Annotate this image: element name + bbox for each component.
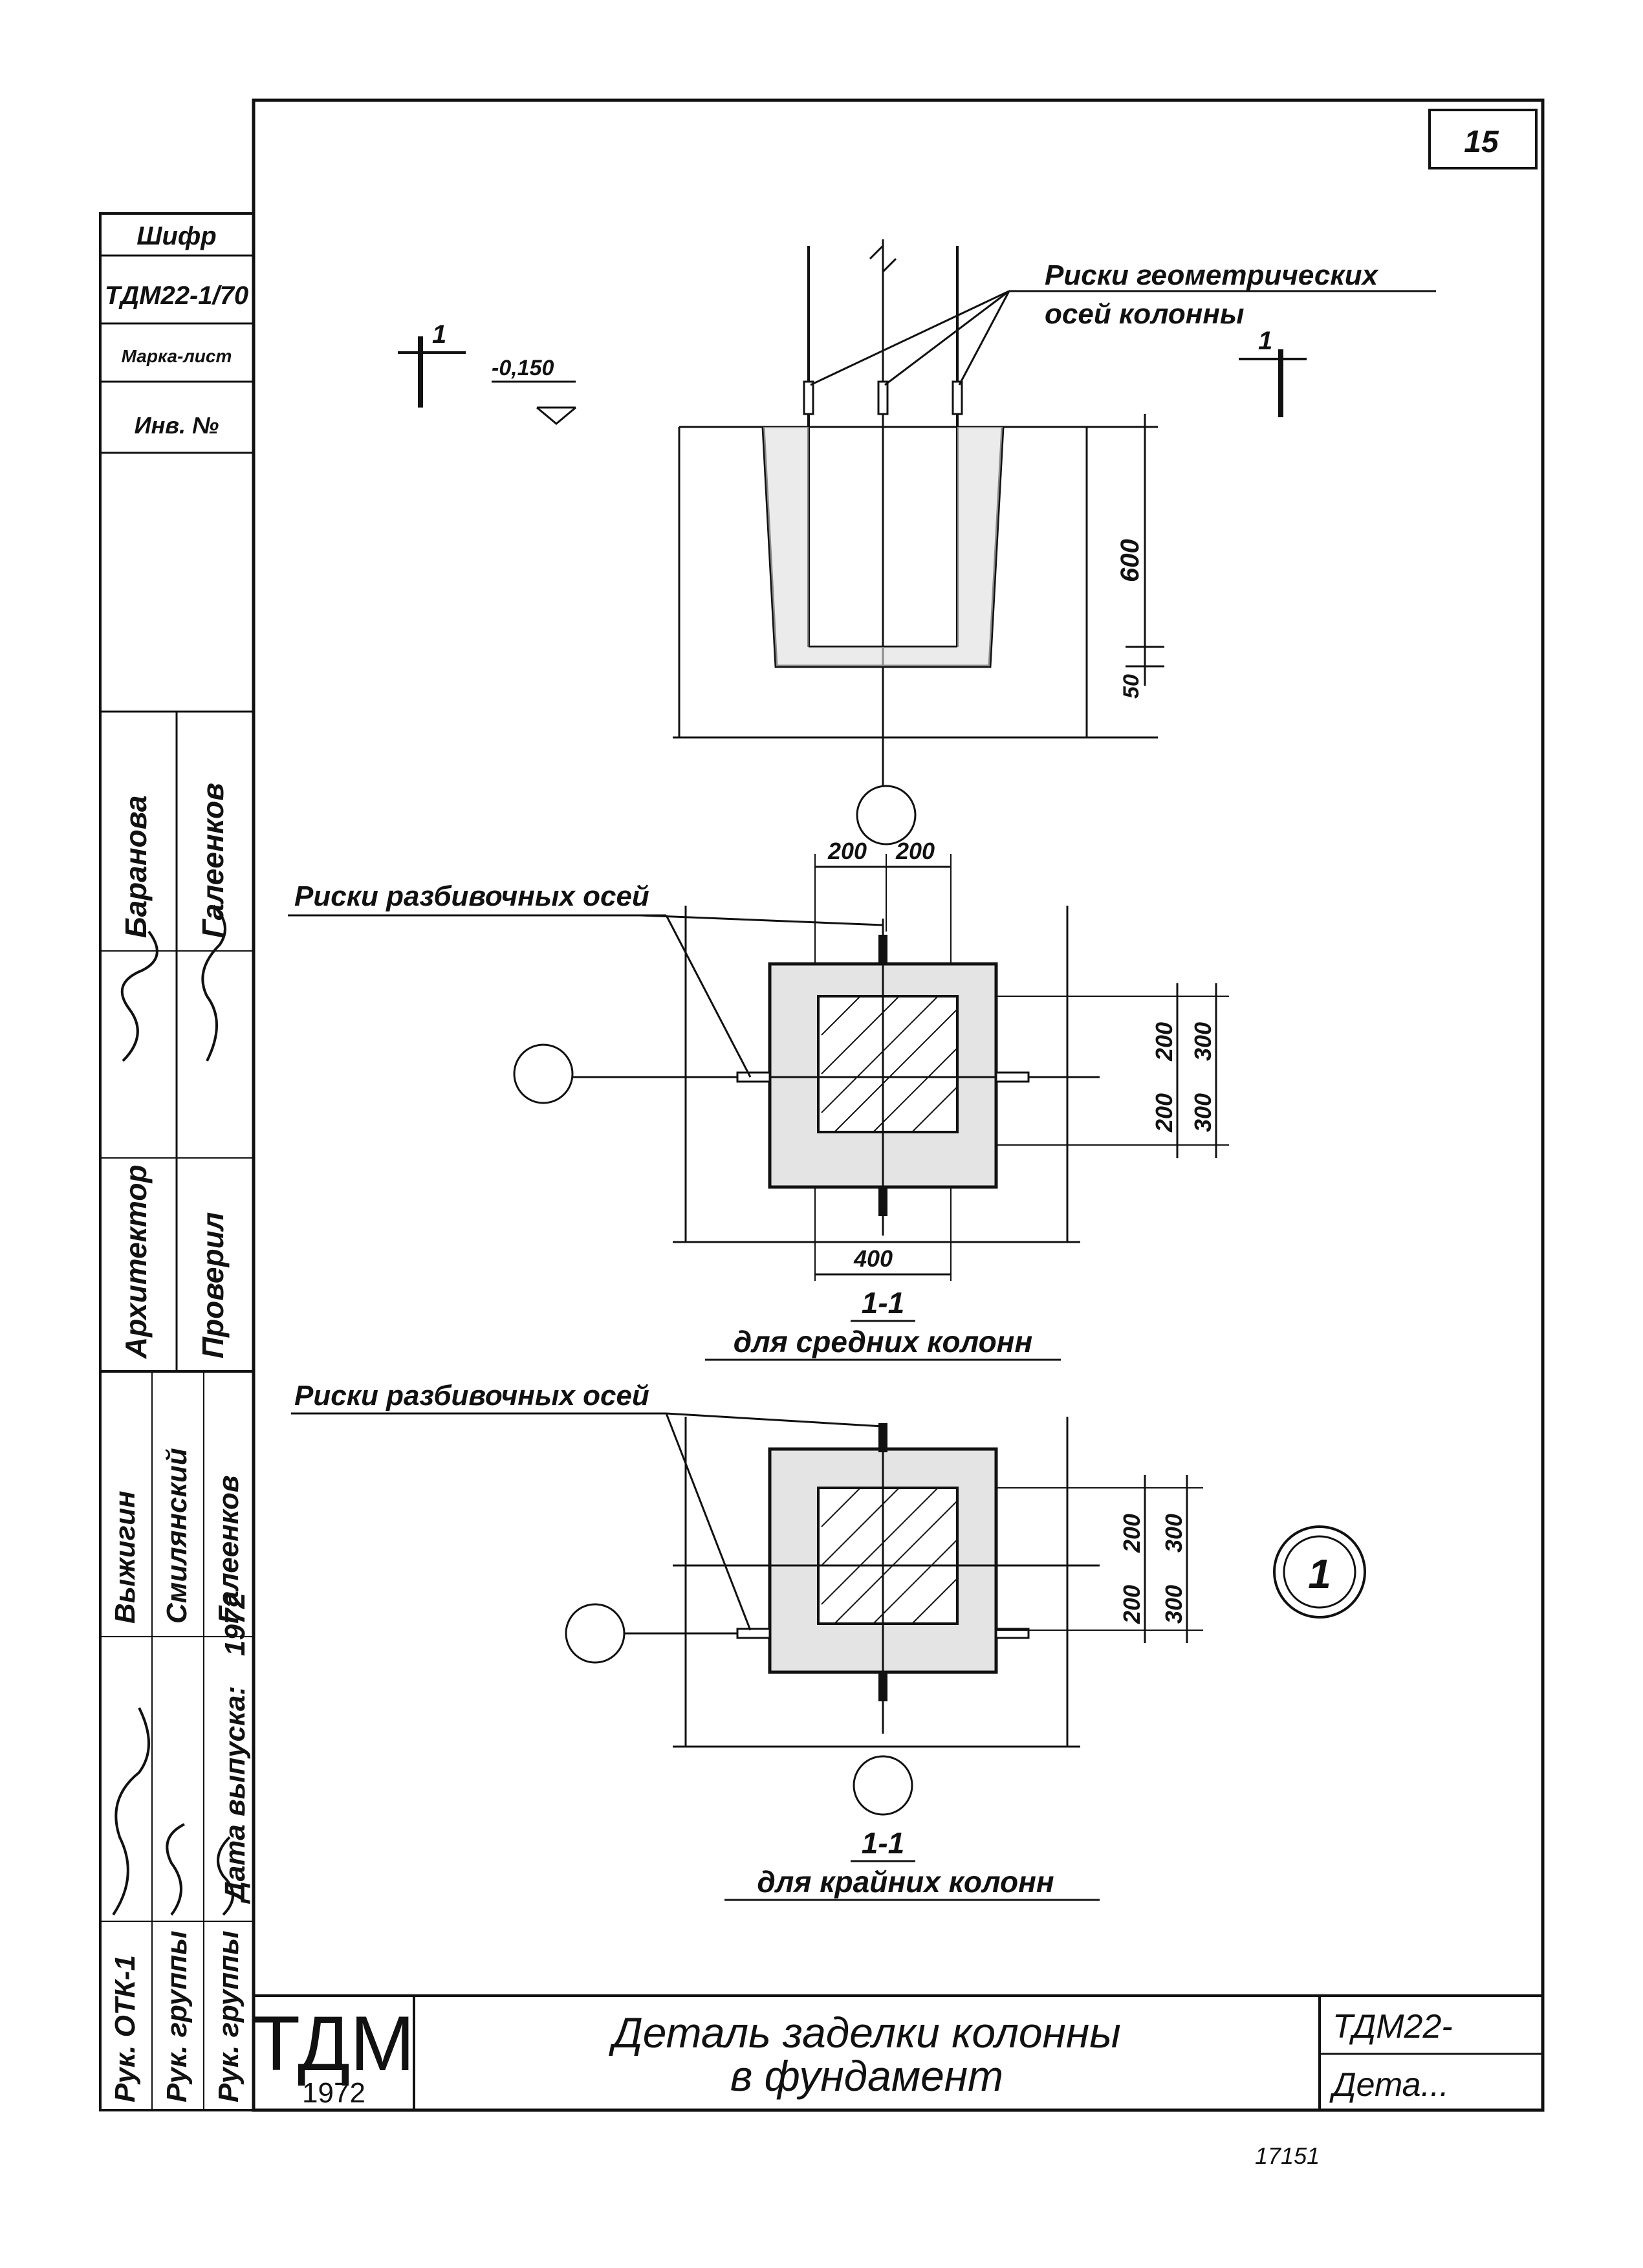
- mark-sheet-label: Марка-лист: [122, 346, 232, 366]
- name-galeenkov-1: Галеенков: [196, 783, 230, 938]
- label-geom-axes-1: Риски геометрических: [1045, 259, 1379, 291]
- dim-bottom: 50: [1119, 674, 1144, 699]
- label-axes-edge: Риски разбивочных осей: [294, 1380, 649, 1412]
- dim-depth: 600: [1116, 539, 1144, 582]
- role-group-1: Рук. группы: [161, 1930, 193, 2102]
- caption-middle: для средних колонн: [734, 1325, 1033, 1358]
- signature-5: [217, 1836, 234, 1916]
- logo: ТДМ: [253, 2000, 415, 2087]
- plan-edge: Риски разбивочных осей 200 200 300 300 1…: [291, 1380, 1366, 1901]
- cipher-value: ТДМ22-1/70: [105, 281, 248, 310]
- title-line-2: в фундамент: [730, 2052, 1003, 2100]
- plan-middle: 200 200 Риски разбивочных осей 200 200 3…: [288, 838, 1229, 1361]
- axis-bubble-edge-bottom: [853, 1755, 913, 1816]
- signature-1: [120, 930, 158, 1062]
- name-smilyansky: Смилянский: [161, 1448, 193, 1624]
- footer-mark: 17151: [1255, 2143, 1320, 2169]
- dim-top-left: 200: [827, 838, 867, 864]
- name-baranova: Баранова: [119, 796, 153, 938]
- section-mark-right: 1: [1258, 327, 1272, 355]
- callout-circle-outer: [1273, 1525, 1366, 1619]
- caption-edge: для крайних колонн: [757, 1865, 1054, 1899]
- dim-edge-right-2: 200: [1118, 1585, 1145, 1624]
- dim-right-4: 300: [1190, 1093, 1216, 1132]
- axis-bubble-edge-left: [565, 1603, 626, 1664]
- section-title-edge: 1-1: [862, 1826, 904, 1860]
- level-mark: -0,150: [492, 356, 554, 380]
- dim-right-1: 200: [1151, 1022, 1177, 1062]
- callout-number: 1: [1308, 1551, 1331, 1597]
- issue-label: Дата выпуска:: [219, 1686, 251, 1904]
- role-otk: Рук. ОТК-1: [109, 1955, 141, 2102]
- title-line-1: Деталь заделки колонны: [608, 2009, 1121, 2056]
- name-galeenkov-2: Галеенков: [213, 1476, 245, 1624]
- role-group-2: Рук. группы: [213, 1930, 245, 2102]
- sheet-name: Дета...: [1329, 2066, 1449, 2104]
- doc-code: ТДМ22-: [1333, 2008, 1453, 2045]
- inv-label: Инв. №: [135, 412, 219, 439]
- section-title-middle: 1-1: [862, 1286, 904, 1320]
- dim-top-right: 200: [895, 838, 935, 864]
- axis-bubble-elevation: [856, 785, 917, 845]
- axis-bubble-middle: [513, 1043, 574, 1104]
- dim-edge-right-3: 300: [1160, 1514, 1187, 1553]
- signature-4: [166, 1823, 185, 1916]
- section-mark-left: 1: [432, 320, 446, 349]
- dim-edge-right-4: 300: [1160, 1585, 1187, 1624]
- title-block: ТДМ 1972 Деталь заделки колонны в фундам…: [253, 1994, 1543, 2110]
- sheet-number-box: [1428, 109, 1538, 169]
- dim-right-3: 300: [1190, 1022, 1216, 1061]
- signature-2: [201, 904, 226, 1062]
- label-axes-middle: Риски разбивочных осей: [294, 880, 649, 912]
- logo-year: 1972: [302, 2077, 365, 2109]
- role-checked: Проверил: [196, 1212, 230, 1358]
- name-vyzhigin: Выжигин: [109, 1490, 141, 1624]
- elevation-view: Риски геометрических осей колонны 600 50…: [398, 239, 1436, 845]
- label-geom-axes-2: осей колонны: [1045, 298, 1245, 330]
- dim-right-2: 200: [1151, 1093, 1177, 1133]
- dim-bottom-middle: 400: [853, 1245, 893, 1272]
- cipher-label: Шифр: [136, 222, 216, 250]
- issue-year: 1972: [219, 1593, 251, 1656]
- signature-3: [112, 1707, 150, 1916]
- role-architect: Архитектор: [119, 1164, 153, 1359]
- dim-edge-right-1: 200: [1118, 1514, 1145, 1553]
- callout-circle-inner: [1283, 1535, 1356, 1609]
- side-stamp: Шифр ТДМ22-1/70 Марка-лист Инв. № Архите…: [99, 212, 255, 2111]
- sheet-number: 15: [1464, 125, 1499, 159]
